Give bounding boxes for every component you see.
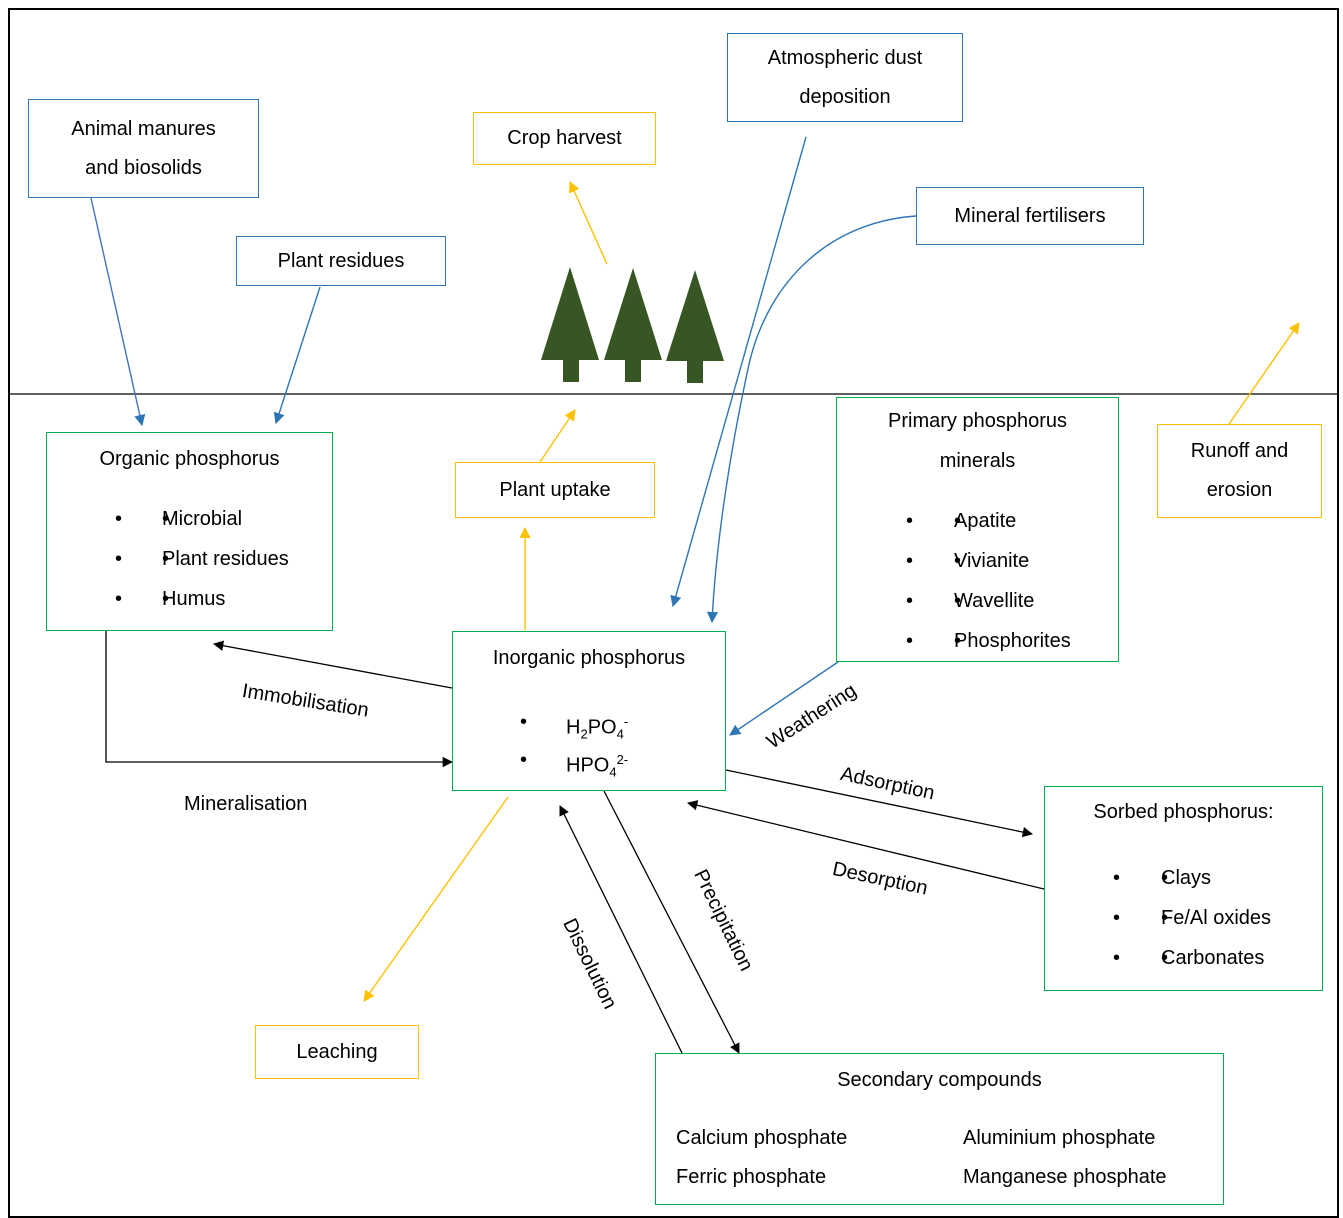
organic-phosphorus-box: Organic phosphorus •Microbial •Plant res…	[46, 432, 333, 631]
plant-uptake-box: Plant uptake	[455, 462, 655, 518]
sorbed-item: •Fe/Al oxides	[1045, 898, 1322, 938]
crop-harvest-box: Crop harvest	[473, 112, 656, 165]
sorbed-title: Sorbed phosphorus:	[1093, 801, 1274, 823]
secondary-left-col: Calcium phosphate Ferric phosphate	[676, 1119, 847, 1197]
arrow-weathering	[729, 661, 839, 736]
secondary-compounds-box: Secondary compounds Calcium phosphate Fe…	[655, 1053, 1224, 1205]
inorganic-item-hpo4: •HPO42-	[520, 749, 629, 780]
organic-list: •Microbial •Plant residues •Humus	[47, 499, 332, 619]
secondary-item: Ferric phosphate	[676, 1166, 827, 1188]
arrow-runoff	[1228, 322, 1300, 425]
arrow-leaching	[363, 796, 509, 1002]
inorganic-phosphorus-box: Inorganic phosphorus •H2PO4- •HPO42-	[452, 631, 726, 791]
plant-uptake-label: Plant uptake	[499, 478, 611, 501]
primary-list: •Apatite •Vivianite •Wavellite •Phosphor…	[837, 501, 1118, 661]
arrow-residues-to-organic	[273, 286, 321, 425]
primary-item: •Wavellite	[837, 581, 1118, 621]
arrow-precipitation	[603, 790, 740, 1054]
organic-item: •Microbial	[47, 499, 332, 539]
secondary-item: Manganese phosphate	[963, 1166, 1167, 1188]
plant-residues-label: Plant residues	[277, 249, 405, 272]
organic-title: Organic phosphorus	[99, 448, 280, 470]
dust-line-2: deposition	[799, 85, 891, 108]
arrow-desorption	[686, 800, 1045, 890]
arrow-immobilisation	[212, 640, 453, 689]
arrow-dissolution	[559, 805, 683, 1054]
leaching-box: Leaching	[255, 1025, 419, 1079]
mineral-fertilisers-box: Mineral fertilisers	[916, 187, 1144, 245]
leaching-label: Leaching	[296, 1040, 378, 1063]
primary-item: •Apatite	[837, 501, 1118, 541]
arrow-mineralisation	[105, 631, 454, 768]
sorbed-item: •Clays	[1045, 858, 1322, 898]
inorganic-item-h2po4: •H2PO4-	[520, 711, 629, 742]
manures-line-1: Animal manures	[71, 117, 216, 140]
runoff-line-2: erosion	[1206, 479, 1273, 501]
arrow-adsorption	[725, 769, 1034, 838]
primary-title-line-1: Primary phosphorus	[888, 410, 1067, 432]
sorbed-phosphorus-box: Sorbed phosphorus: •Clays •Fe/Al oxides …	[1044, 786, 1323, 991]
runoff-erosion-box: Runoff and erosion	[1157, 424, 1322, 518]
trees-icon	[541, 267, 724, 383]
runoff-line-1: Runoff and	[1190, 440, 1289, 462]
mineralisation-label: Mineralisation	[184, 793, 308, 815]
mineral-fertilisers-label: Mineral fertilisers	[954, 204, 1106, 227]
primary-title-line-2: minerals	[939, 450, 1016, 472]
secondary-item: Aluminium phosphate	[963, 1127, 1156, 1149]
dust-line-1: Atmospheric dust	[767, 46, 923, 69]
secondary-item: Calcium phosphate	[676, 1127, 848, 1149]
primary-minerals-box: Primary phosphorus minerals •Apatite •Vi…	[836, 397, 1119, 662]
sorbed-item: •Carbonates	[1045, 938, 1322, 978]
arrow-fertilisers-to-inorganic	[706, 215, 917, 624]
atmospheric-dust-box: Atmospheric dust deposition	[727, 33, 963, 122]
plant-residues-box: Plant residues	[236, 236, 446, 286]
animal-manures-box: Animal manures and biosolids	[28, 99, 259, 198]
sorbed-list: •Clays •Fe/Al oxides •Carbonates	[1045, 858, 1322, 978]
primary-item: •Phosphorites	[837, 621, 1118, 661]
secondary-right-col: Aluminium phosphate Manganese phosphate	[963, 1119, 1167, 1197]
crop-harvest-label: Crop harvest	[507, 127, 622, 149]
arrow-manures-to-organic	[90, 197, 146, 427]
organic-item: •Humus	[47, 579, 332, 619]
arrow-to-crop-harvest	[569, 180, 608, 265]
primary-item: •Vivianite	[837, 541, 1118, 581]
arrow-uptake-to-plants	[539, 409, 576, 463]
arrow-dust-to-inorganic	[670, 136, 807, 608]
manures-line-2: and biosolids	[85, 156, 202, 179]
organic-item: •Plant residues	[47, 539, 332, 579]
secondary-title: Secondary compounds	[837, 1069, 1042, 1091]
inorganic-title: Inorganic phosphorus	[492, 647, 686, 669]
